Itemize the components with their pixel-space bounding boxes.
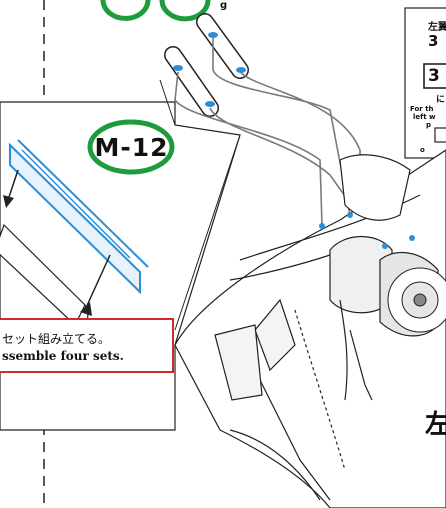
section-kanji: 左 [425,410,446,440]
cylinder-parts [164,13,249,117]
part-id-ring [87,119,175,175]
info-en-line-2: left w [413,113,436,121]
info-en-line-1: For th [410,105,434,113]
note-text-english: ssemble four sets. [2,349,124,363]
info-box-number: 3 [428,66,440,86]
svg-text:g: g [220,0,227,11]
info-line-4: に [436,95,446,105]
info-en-line-4: o [420,146,425,154]
note-text-japanese: セット組み立てる。 [2,332,111,346]
info-en-line-3: p [426,121,432,129]
info-line-2: 3 [428,32,439,50]
engine-detail [387,267,446,333]
hole-markers [319,212,415,249]
top-ring-left [100,0,151,21]
info-title-jp: 左翼 [428,22,446,33]
part-id-label: M-12 [94,132,169,162]
guide-lines [174,38,381,246]
instruction-note: セット組み立てる。 ssemble four sets. [0,318,174,373]
top-ring-right [159,0,211,22]
